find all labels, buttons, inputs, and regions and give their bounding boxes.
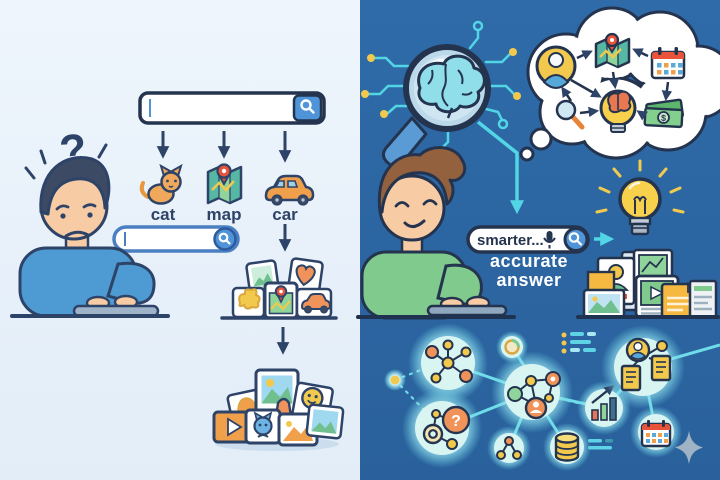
microphone-icon[interactable] <box>543 231 556 249</box>
car-card <box>295 287 333 319</box>
calendar-icon <box>650 47 686 80</box>
user-network-icon <box>491 351 573 433</box>
hair <box>377 146 467 214</box>
keyword-arrows <box>156 131 292 163</box>
documents-stack-icon <box>576 248 720 319</box>
puzzle-card <box>231 286 266 319</box>
bulb-rays <box>595 159 685 214</box>
money-icon: $ <box>643 98 685 129</box>
triangle-node-icon <box>487 426 531 470</box>
sparkle-icon <box>675 431 703 464</box>
map-pin-card <box>263 281 299 320</box>
keyword-label-cat: cat <box>151 205 176 224</box>
search-bar-top[interactable] <box>138 91 326 125</box>
search-icon <box>300 99 315 114</box>
search-bar-bottom[interactable] <box>112 225 240 253</box>
eye-closed <box>394 201 410 208</box>
keyboard <box>426 304 508 317</box>
graph-question-mark: ? <box>451 413 461 430</box>
eye-closed <box>422 199 438 206</box>
search-button[interactable] <box>213 227 237 251</box>
list-icon <box>561 332 596 354</box>
knowledge-graph: ? <box>384 323 720 471</box>
arrow-ai-to-search <box>476 120 524 215</box>
cat-icon <box>139 163 183 205</box>
keyword-label-map: map <box>207 205 242 224</box>
calendar-node-icon <box>630 406 682 458</box>
confused-person: ? <box>10 125 170 318</box>
search-button[interactable] <box>292 94 323 122</box>
bubble-arrows <box>561 48 673 121</box>
smart-search-bar[interactable]: smarter... <box>466 225 590 254</box>
circuit-nodes <box>361 20 521 162</box>
text-document <box>688 279 718 319</box>
map-icon <box>206 163 243 205</box>
accurate-answer-line1: accurate <box>490 251 568 271</box>
database-icon <box>543 423 591 471</box>
hair <box>39 156 111 216</box>
network-cluster-icon <box>408 323 488 403</box>
keyword-label-car: car <box>272 205 298 224</box>
search-query: smarter... <box>477 232 544 249</box>
list-icon-small <box>588 439 613 450</box>
idea-brain-bulb-icon <box>599 89 637 133</box>
confusion-dashes <box>24 143 108 180</box>
user-icon <box>535 45 577 90</box>
happy-person <box>356 146 516 320</box>
cat-card <box>244 408 282 445</box>
user-documents-icon <box>601 325 685 409</box>
dollar-sign: $ <box>661 113 667 123</box>
search-icon <box>218 232 231 245</box>
magnifier-icon <box>555 99 585 130</box>
photo-card <box>582 288 626 319</box>
circuit-icon <box>367 28 516 154</box>
car-icon <box>264 174 315 206</box>
result-pile <box>212 368 345 451</box>
left-panel: cat map car <box>0 0 360 480</box>
map-icon <box>594 32 631 69</box>
thought-bubble: $ <box>519 6 720 162</box>
lightbulb-icon <box>595 159 685 236</box>
result-cards-cluster <box>220 257 338 320</box>
pie-node-icon <box>496 331 528 363</box>
question-node-icon: ? <box>402 388 482 468</box>
glow-dot-node <box>390 375 400 385</box>
accurate-answer-line2: answer <box>496 270 561 290</box>
search-button[interactable] <box>563 227 589 252</box>
frown <box>64 230 90 238</box>
search-icon <box>568 232 583 246</box>
brain-icon <box>417 54 486 119</box>
right-panel: $ smarter... <box>356 0 720 480</box>
smile <box>403 219 426 228</box>
thumbnail-card <box>305 403 345 440</box>
